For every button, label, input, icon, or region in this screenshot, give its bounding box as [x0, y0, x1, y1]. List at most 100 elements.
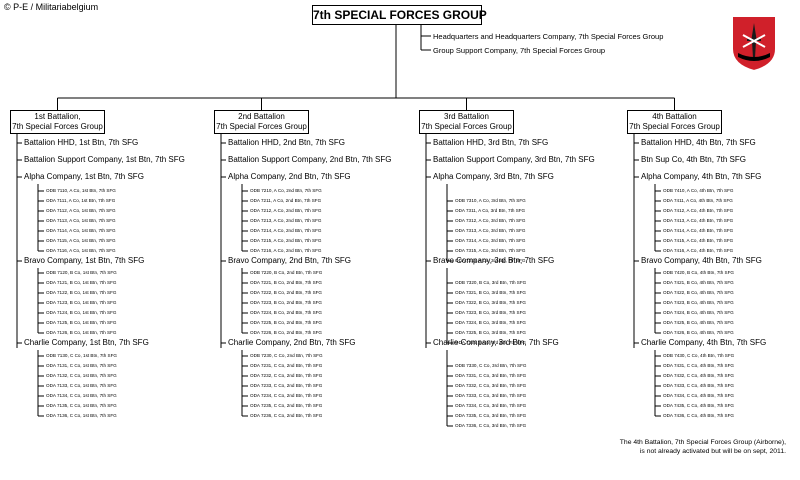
oda-label: ODA 7334, C Co, 3rd Btn, 7th SFG [455, 403, 527, 408]
oda-label: ODA 7121, B Co, 1st Btn, 7th SFG [46, 280, 117, 285]
oda-label: ODB 7110, A Co, 1st Btn, 7th SFG [46, 188, 116, 193]
oda-label: ODB 7430, C Co, 4th Btn, 7th SFG [663, 353, 735, 358]
company-label: Charlie Company, 2nd Btn, 7th SFG [228, 338, 356, 347]
oda-label: ODA 7315, A Co, 3rd Btn, 7th SFG [455, 248, 526, 253]
oda-label: ODA 7116, A Co, 1st Btn, 7th SFG [46, 248, 116, 253]
oda-label: ODA 7135, C Co, 1st Btn, 7th SFG [46, 403, 117, 408]
battalion-unit-label: Battalion Support Company, 2nd Btn, 7th … [228, 155, 392, 164]
company-label: Charlie Company, 1st Btn, 7th SFG [24, 338, 149, 347]
company-label: Bravo Company, 1st Btn, 7th SFG [24, 256, 145, 265]
oda-label: ODA 7211, A Co, 2nd Btn, 7th SFG [250, 198, 322, 203]
oda-label: ODA 7231, C Co, 2nd Btn, 7th SFG [250, 363, 323, 368]
oda-label: ODA 7416, A Co, 4th Btn, 7th SFG [663, 248, 734, 253]
oda-label: ODA 7421, B Co, 4th Btn, 7th SFG [663, 280, 734, 285]
oda-label: ODA 7316, A Co, 3rd Btn, 7th SFG [455, 258, 526, 263]
oda-label: ODB 7330, C Co, 3rd Btn, 7th SFG [455, 363, 527, 368]
oda-label: ODA 7132, C Co, 1st Btn, 7th SFG [46, 373, 117, 378]
oda-label: ODA 7133, C Co, 1st Btn, 7th SFG [46, 383, 117, 388]
oda-label: ODA 7423, B Co, 4th Btn, 7th SFG [663, 300, 734, 305]
oda-label: ODA 7324, B Co, 3rd Btn, 7th SFG [455, 320, 526, 325]
oda-label: ODA 7321, B Co, 3rd Btn, 7th SFG [455, 290, 526, 295]
battalion-box-line: 7th Special Forces Group [216, 122, 307, 131]
battalion-box-line: 2nd Battalion [238, 112, 285, 121]
oda-label: ODA 7411, A Co, 4th Btn, 7th SFG [663, 198, 733, 203]
oda-label: ODA 7434, C Co, 4th Btn, 7th SFG [663, 393, 734, 398]
oda-label: ODA 7233, C Co, 2nd Btn, 7th SFG [250, 383, 323, 388]
activation-note: The 4th Battalion, 7th Special Forces Gr… [560, 438, 786, 456]
oda-label: ODB 7310, A Co, 3rd Btn, 7th SFG [455, 198, 526, 203]
oda-label: ODA 7325, B Co, 3rd Btn, 7th SFG [455, 330, 526, 335]
oda-label: ODA 7134, C Co, 1st Btn, 7th SFG [46, 393, 117, 398]
oda-label: ODA 7123, B Co, 1st Btn, 7th SFG [46, 300, 117, 305]
battalion-box: 1st Battalion,7th Special Forces Group [10, 110, 105, 134]
copyright-text: © P-E / Militariabelgium [4, 2, 99, 12]
oda-label: ODA 7236, C Co, 2nd Btn, 7th SFG [250, 413, 323, 418]
battalion-unit-label: Battalion HHD, 1st Btn, 7th SFG [24, 138, 139, 147]
battalion-box-line: 7th Special Forces Group [629, 122, 720, 131]
oda-label: ODB 7210, A Co, 2nd Btn, 7th SFG [250, 188, 322, 193]
oda-label: ODA 7221, B Co, 2nd Btn, 7th SFG [250, 280, 323, 285]
oda-label: ODA 7413, A Co, 4th Btn, 7th SFG [663, 218, 734, 223]
oda-label: ODA 7332, C Co, 3rd Btn, 7th SFG [455, 383, 527, 388]
oda-label: ODA 7412, A Co, 4th Btn, 7th SFG [663, 208, 734, 213]
oda-label: ODA 7136, C Co, 1st Btn, 7th SFG [46, 413, 117, 418]
group-title-box: 7th SPECIAL FORCES GROUP [312, 5, 487, 25]
oda-label: ODA 7124, B Co, 1st Btn, 7th SFG [46, 310, 117, 315]
note-line-2: is not already activated but will be on … [639, 448, 786, 455]
company-label: Alpha Company, 3rd Btn, 7th SFG [433, 172, 554, 181]
battalion-box-line: 4th Battalion [652, 112, 697, 121]
battalion-unit-label: Battalion HHD, 2nd Btn, 7th SFG [228, 138, 345, 147]
oda-label: ODA 7326, B Co, 3rd Btn, 7th SFG [455, 340, 526, 345]
oda-label: ODB 7230, C Co, 2nd Btn, 7th SFG [250, 353, 323, 358]
company-label: Bravo Company, 3rd Btn, 7th SFG [433, 256, 555, 265]
oda-label: ODA 7212, A Co, 2nd Btn, 7th SFG [250, 208, 322, 213]
oda-label: ODB 7130, C Co, 1st Btn, 7th SFG [46, 353, 117, 358]
oda-label: ODA 7112, A Co, 1st Btn, 7th SFG [46, 208, 116, 213]
company-label: Charlie Company, 4th Btn, 7th SFG [641, 338, 767, 347]
oda-label: ODA 7322, B Co, 3rd Btn, 7th SFG [455, 300, 526, 305]
oda-label: ODA 7431, C Co, 4th Btn, 7th SFG [663, 363, 734, 368]
oda-label: ODB 7420, B Co, 4th Btn, 7th SFG [663, 270, 734, 275]
note-line-1: The 4th Battalion, 7th Special Forces Gr… [619, 439, 786, 446]
battalion-box-line: 3rd Battalion [444, 112, 489, 121]
oda-label: ODA 7213, A Co, 2nd Btn, 7th SFG [250, 218, 322, 223]
company-label: Alpha Company, 4th Btn, 7th SFG [641, 172, 762, 181]
hq-company-label: Headquarters and Headquarters Company, 7… [433, 32, 664, 41]
oda-label: ODA 7432, C Co, 4th Btn, 7th SFG [663, 373, 734, 378]
battalion-unit-label: Battalion Support Company, 3rd Btn, 7th … [433, 155, 595, 164]
oda-label: ODA 7113, A Co, 1st Btn, 7th SFG [46, 218, 116, 223]
oda-label: ODA 7331, C Co, 3rd Btn, 7th SFG [455, 373, 527, 378]
battalion-box-line: 1st Battalion, [34, 112, 81, 121]
oda-label: ODA 7125, B Co, 1st Btn, 7th SFG [46, 320, 117, 325]
oda-label: ODB 7320, B Co, 3rd Btn, 7th SFG [455, 280, 527, 285]
unit-insignia [729, 13, 779, 73]
oda-label: ODA 7235, C Co, 2nd Btn, 7th SFG [250, 403, 323, 408]
oda-label: ODA 7424, B Co, 4th Btn, 7th SFG [663, 310, 734, 315]
company-label: Charlie Company, 3rd Btn, 7th SFG [433, 338, 559, 347]
battalion-unit-label: Battalion HHD, 4th Btn, 7th SFG [641, 138, 756, 147]
battalion-box-line: 7th Special Forces Group [421, 122, 512, 131]
support-company-label: Group Support Company, 7th Special Force… [433, 46, 606, 55]
battalion-unit-label: Btn Sup Co, 4th Btn, 7th SFG [641, 155, 746, 164]
oda-label: ODA 7425, B Co, 4th Btn, 7th SFG [663, 320, 734, 325]
oda-label: ODA 7414, A Co, 4th Btn, 7th SFG [663, 228, 734, 233]
insignia-scroll [738, 53, 770, 61]
battalion-unit-label: Battalion Support Company, 1st Btn, 7th … [24, 155, 185, 164]
oda-label: ODA 7131, C Co, 1st Btn, 7th SFG [46, 363, 117, 368]
battalion-box-line: 7th Special Forces Group [12, 122, 103, 131]
oda-label: ODA 7114, A Co, 1st Btn, 7th SFG [46, 228, 116, 233]
oda-label: ODA 7314, A Co, 3rd Btn, 7th SFG [455, 238, 526, 243]
oda-label: ODA 7115, A Co, 1st Btn, 7th SFG [46, 238, 116, 243]
oda-label: ODA 7336, C Co, 3rd Btn, 7th SFG [455, 423, 527, 428]
oda-label: ODA 7226, B Co, 2nd Btn, 7th SFG [250, 330, 323, 335]
oda-label: ODA 7214, A Co, 2nd Btn, 7th SFG [250, 228, 322, 233]
oda-label: ODA 7335, C Co, 3rd Btn, 7th SFG [455, 413, 527, 418]
oda-label: ODA 7312, A Co, 3rd Btn, 7th SFG [455, 218, 526, 223]
oda-label: ODA 7426, B Co, 4th Btn, 7th SFG [663, 330, 734, 335]
company-label: Alpha Company, 1st Btn, 7th SFG [24, 172, 144, 181]
oda-label: ODA 7436, C Co, 4th Btn, 7th SFG [663, 413, 734, 418]
